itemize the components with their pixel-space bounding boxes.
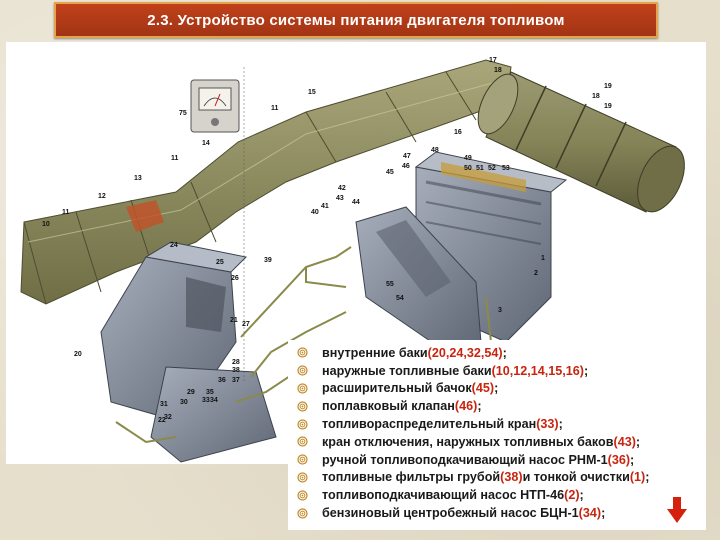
legend-item: ручной топливоподкачивающий насос РНМ-1 … bbox=[294, 451, 706, 469]
callout-75: 75 bbox=[179, 110, 187, 117]
callout-15: 15 bbox=[308, 89, 316, 96]
callout-53: 53 bbox=[502, 165, 510, 172]
callout-12: 12 bbox=[98, 193, 106, 200]
callout-24: 24 bbox=[170, 242, 178, 249]
callout-36: 36 bbox=[218, 377, 226, 384]
legend-item: бензиновый центробежный насос БЦН-1 (34)… bbox=[294, 504, 706, 522]
callout-35: 35 bbox=[206, 389, 214, 396]
callout-52: 52 bbox=[488, 165, 496, 172]
callout-49: 49 bbox=[464, 155, 472, 162]
callout-50: 50 bbox=[464, 165, 472, 172]
barrel-tank bbox=[477, 71, 685, 213]
spiral-bullet-icon bbox=[294, 454, 310, 465]
fuel-gauge bbox=[190, 79, 240, 133]
callout-33: 33 bbox=[202, 397, 210, 404]
callout-41: 41 bbox=[321, 203, 329, 210]
legend-item: наружные топливные баки (10,12,14,15,16)… bbox=[294, 362, 706, 380]
callout-11b: 11 bbox=[171, 155, 179, 162]
callout-37: 37 bbox=[232, 377, 240, 384]
spiral-bullet-icon bbox=[294, 490, 310, 501]
spiral-bullet-icon bbox=[294, 347, 310, 358]
callout-45: 45 bbox=[386, 169, 394, 176]
callout-39: 39 bbox=[264, 257, 272, 264]
callout-3: 3 bbox=[498, 307, 502, 314]
callout-32: 32 bbox=[164, 414, 172, 421]
callout-19: 19 bbox=[604, 83, 612, 90]
callout-38: 38 bbox=[232, 367, 240, 374]
callout-19b: 19 bbox=[604, 103, 612, 110]
legend-item: поплавковый клапан (46); bbox=[294, 397, 706, 415]
callout-11: 11 bbox=[62, 209, 70, 216]
callout-34: 34 bbox=[210, 397, 218, 404]
spiral-bullet-icon bbox=[294, 507, 310, 519]
down-arrow-icon[interactable] bbox=[667, 497, 687, 523]
callout-21: 21 bbox=[230, 317, 238, 324]
page-title: 2.3. Устройство системы питания двигател… bbox=[147, 11, 565, 29]
callout-54: 54 bbox=[396, 295, 404, 302]
callout-18: 18 bbox=[494, 67, 502, 74]
legend-item: внутренние баки (20,24,32,54); bbox=[294, 344, 706, 362]
callout-43: 43 bbox=[336, 195, 344, 202]
legend-item: топливоподкачивающий насос НТП-46 (2); bbox=[294, 486, 706, 504]
title-bar: 2.3. Устройство системы питания двигател… bbox=[54, 2, 658, 38]
spiral-bullet-icon bbox=[294, 383, 310, 394]
callout-30: 30 bbox=[180, 399, 188, 406]
callout-13: 13 bbox=[134, 175, 142, 182]
spiral-bullet-icon bbox=[294, 418, 310, 430]
callout-14: 14 bbox=[202, 140, 210, 147]
callout-28: 28 bbox=[232, 359, 240, 366]
diagram-illustration: 75 10 11 12 13 14 11 11 15 16 17 18 19 1… bbox=[20, 57, 685, 463]
callout-55: 55 bbox=[386, 281, 394, 288]
callout-25: 25 bbox=[216, 259, 224, 266]
spiral-bullet-icon bbox=[294, 401, 310, 412]
callout-10: 10 bbox=[42, 221, 50, 228]
callout-18b: 18 bbox=[592, 93, 600, 100]
legend-list: внутренние баки (20,24,32,54); наружные … bbox=[288, 340, 706, 522]
callout-46: 46 bbox=[402, 163, 410, 170]
spiral-bullet-icon bbox=[294, 436, 310, 447]
callout-44: 44 bbox=[352, 199, 360, 206]
callout-20: 20 bbox=[74, 351, 82, 358]
callout-16: 16 bbox=[454, 129, 462, 136]
legend-item: топливораспределительный кран (33); bbox=[294, 415, 706, 433]
callout-1: 1 bbox=[541, 255, 545, 262]
callout-22: 22 bbox=[158, 417, 166, 424]
callout-labels: 75 10 11 12 13 14 11 11 15 16 17 18 19 1… bbox=[42, 57, 612, 424]
inner-tanks-left bbox=[100, 241, 277, 463]
callout-17: 17 bbox=[489, 57, 497, 64]
callout-31: 31 bbox=[160, 401, 168, 408]
callout-11c: 11 bbox=[271, 105, 279, 112]
spiral-bullet-icon bbox=[294, 365, 310, 376]
callout-51: 51 bbox=[476, 165, 484, 172]
callout-48: 48 bbox=[431, 147, 439, 154]
callout-42: 42 bbox=[338, 185, 346, 192]
callout-27: 27 bbox=[242, 321, 250, 328]
callout-26: 26 bbox=[231, 275, 239, 282]
callout-40: 40 bbox=[311, 209, 319, 216]
legend-item: кран отключения, наружных топливных бако… bbox=[294, 433, 706, 451]
callout-2: 2 bbox=[534, 270, 538, 277]
callout-29: 29 bbox=[187, 389, 195, 396]
legend-item: расширительный бачок (45); bbox=[294, 380, 706, 398]
legend-item: топливные фильтры грубой (38) и тонкой о… bbox=[294, 469, 706, 487]
spiral-bullet-icon bbox=[294, 472, 310, 483]
callout-47: 47 bbox=[403, 153, 411, 160]
legend-panel: внутренние баки (20,24,32,54); наружные … bbox=[288, 340, 706, 530]
